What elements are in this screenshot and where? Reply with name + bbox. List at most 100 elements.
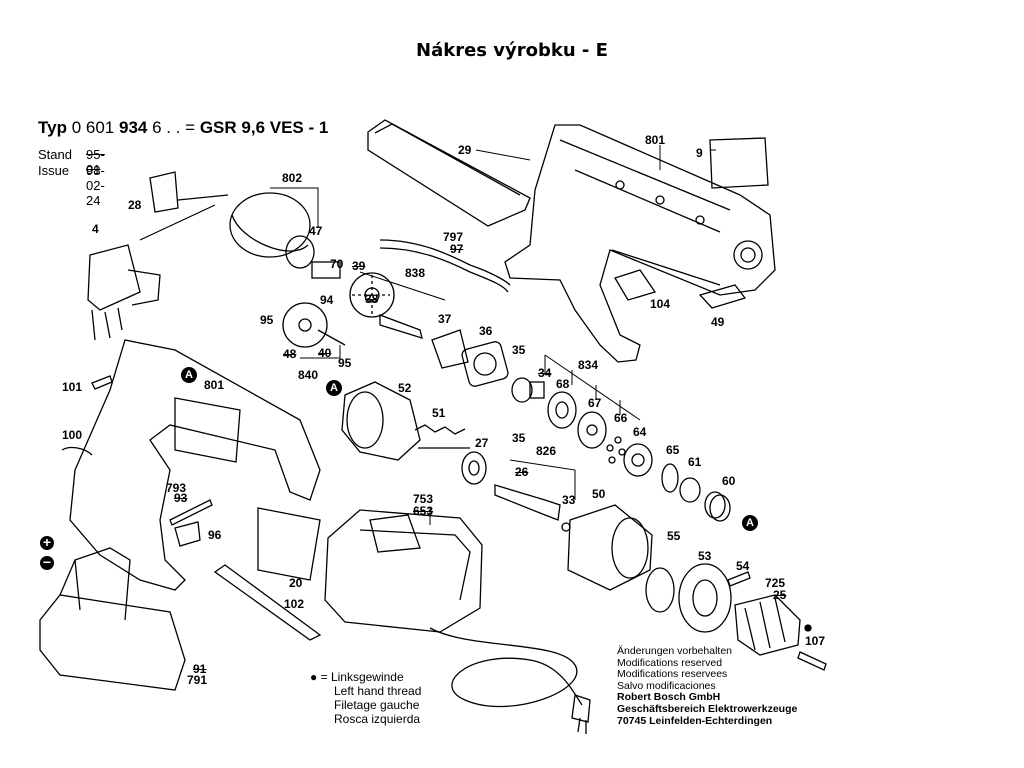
gear-housing-52	[341, 381, 421, 461]
legend-line: ● = Linksgewinde	[310, 670, 404, 684]
housing-right-half	[504, 124, 776, 363]
lh-thread-mark-107	[804, 624, 812, 632]
spring-51	[414, 424, 470, 449]
part-100	[61, 446, 93, 456]
part-label: 28	[128, 198, 142, 212]
part-label: 826	[536, 444, 557, 458]
strap-838	[379, 239, 511, 286]
part-label: 54	[736, 559, 750, 573]
part-label: 26	[515, 465, 529, 479]
company-address: 70745 Leinfelden-Echterdingen	[617, 714, 773, 727]
part-label: 53	[698, 549, 712, 563]
legend-line: Filetage gauche	[334, 698, 420, 712]
part-label: 725	[765, 576, 786, 590]
note-line: Salvo modificaciones	[617, 679, 716, 692]
label-plate	[709, 137, 769, 189]
part-label: 60	[722, 474, 736, 488]
sleeve-50	[567, 504, 653, 591]
carrier-37	[431, 329, 469, 369]
company-name: Robert Bosch GmbH	[617, 691, 721, 704]
part-label: 64	[633, 425, 647, 439]
part-label: 834	[578, 358, 599, 372]
callout-a-front: A	[742, 515, 758, 531]
gear-48	[282, 302, 346, 348]
part-label: 50	[592, 487, 606, 501]
part-label: 801	[204, 378, 225, 392]
legend-line: Rosca izquierda	[334, 712, 421, 726]
part-label: 96	[208, 528, 222, 542]
note-line: Modifications reservees	[617, 668, 728, 681]
thread-legend: ● = Linksgewinde Left hand thread Fileta…	[310, 670, 421, 726]
plate-20	[257, 507, 321, 581]
cover-part	[367, 119, 531, 227]
disc-67	[577, 411, 607, 449]
part-label: 793	[166, 481, 187, 495]
washer-65	[661, 463, 679, 493]
part-label: 34	[538, 366, 552, 380]
part-label: 791	[187, 673, 208, 687]
bearing-27	[461, 451, 487, 485]
screw-107	[797, 651, 827, 671]
part-label: 107	[805, 634, 826, 648]
housing-left-half	[69, 339, 321, 591]
bracket-part	[149, 171, 179, 213]
part-label: 70	[330, 257, 344, 271]
legend-line: Left hand thread	[334, 684, 422, 698]
switch-part	[87, 244, 161, 341]
part-label: 4	[92, 222, 99, 236]
issue-row: Issue 98-02-24	[38, 163, 105, 208]
part-label: 29	[458, 143, 472, 157]
part-label: 37	[438, 312, 452, 326]
charger-753	[324, 509, 483, 633]
part-34	[511, 377, 545, 403]
page-title: Nákres výrobku - E	[416, 40, 608, 61]
switch-pad	[614, 269, 657, 301]
note-line: Änderungen vorbehalten	[617, 645, 733, 657]
balls-66	[606, 436, 626, 464]
plus-symbol: +	[40, 535, 54, 550]
part-label: 49	[711, 315, 725, 329]
part-label: 95	[260, 313, 274, 327]
part-label: 101	[62, 380, 83, 394]
part-label: 20	[289, 576, 303, 590]
part-label: 653	[413, 504, 434, 518]
part-label: 66	[614, 411, 628, 425]
part-label: 104	[650, 297, 671, 311]
part-label: 48	[283, 347, 297, 361]
part-label: 797	[443, 230, 464, 244]
type-number-2: 934	[118, 118, 148, 137]
part-label: 40	[318, 346, 332, 360]
part-label: 38	[365, 292, 379, 306]
type-number-3: 6 . . =	[152, 118, 196, 137]
part-label: 94	[320, 293, 334, 307]
screw-54	[727, 571, 751, 587]
issue-label: Issue	[38, 163, 70, 178]
part-label: 39	[352, 259, 366, 273]
pin-793	[169, 499, 213, 526]
issue-value: 98-02-24	[86, 163, 105, 208]
part-label: 801	[645, 133, 666, 147]
motor	[229, 192, 341, 279]
part-label: 68	[556, 377, 570, 391]
plug	[571, 694, 591, 734]
type-label: Typ	[38, 118, 67, 137]
part-label: 93	[174, 491, 188, 505]
stand-row: Stand 95-01	[38, 147, 105, 177]
clutch-64	[623, 443, 653, 477]
spindle-26	[494, 484, 561, 521]
part-label: 102	[284, 597, 305, 611]
battery-pack	[39, 547, 186, 691]
callout-a-housing: A	[181, 367, 197, 383]
manufacturer-notes: Änderungen vorbehalten Modifications res…	[617, 645, 797, 727]
ring-gear-36	[461, 341, 509, 387]
chuck-725	[734, 594, 801, 656]
part-label: 67	[588, 396, 602, 410]
part-label: 65	[666, 443, 680, 457]
note-line: Modifications reserved	[617, 656, 723, 669]
leader-lines	[270, 145, 716, 525]
clip-part	[698, 284, 747, 309]
part-label: 52	[398, 381, 412, 395]
front-cap-53	[678, 563, 732, 633]
type-number-1: 0 601	[71, 118, 115, 137]
